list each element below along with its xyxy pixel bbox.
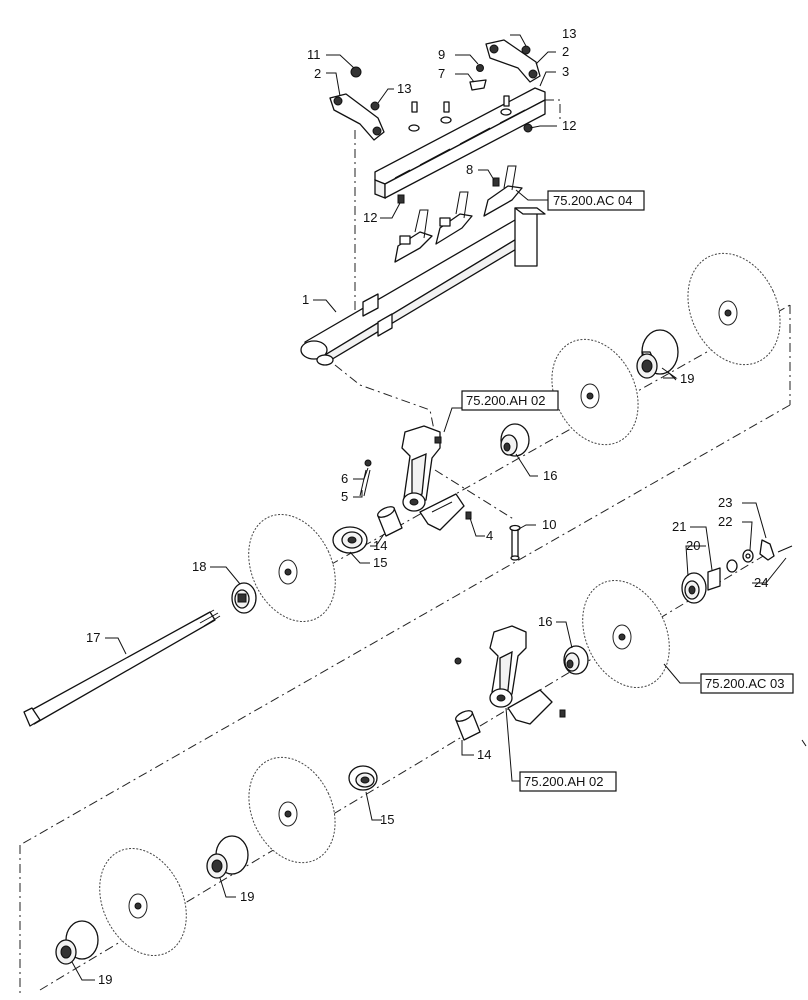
callout-22: 22 (718, 514, 732, 529)
arm-right (485, 39, 541, 83)
callout-3: 3 (562, 64, 569, 79)
callout-14-upper: 14 (373, 538, 387, 553)
cone-upper (332, 526, 368, 554)
reference-label-ac03: 75.200.AC 03 (705, 676, 785, 691)
callout-23: 23 (718, 495, 732, 510)
callout-11: 11 (307, 47, 321, 62)
callout-5: 5 (341, 489, 348, 504)
axle-shaft (23, 609, 221, 727)
bushing-upper (377, 506, 403, 537)
arm-left (329, 93, 385, 141)
callout-18: 18 (192, 559, 206, 574)
hub-right (681, 539, 793, 604)
disc-lower-left (99, 848, 187, 956)
end-cap-18 (231, 582, 257, 614)
callout-17: 17 (86, 630, 100, 645)
reference-box-ah02-bottom[interactable]: 75.200.AH 02 (519, 771, 617, 792)
shank-upper (359, 425, 472, 531)
callout-19-upper: 19 (680, 371, 694, 386)
callout-12-right: 12 (562, 118, 576, 133)
disc-right-far (687, 252, 781, 366)
reference-label-ah02-bottom: 75.200.AH 02 (524, 774, 604, 789)
callout-1: 1 (302, 292, 309, 307)
reference-box-ah02-top[interactable]: 75.200.AH 02 (461, 390, 559, 411)
callout-6: 6 (341, 471, 348, 486)
callout-7: 7 (438, 66, 445, 81)
bearing-cap-lower (563, 645, 589, 675)
callout-19-lower: 19 (98, 972, 112, 987)
callout-13-left: 13 (397, 81, 411, 96)
bushing-lower (455, 710, 481, 741)
callout-4: 4 (486, 528, 493, 543)
callout-15-upper: 15 (373, 555, 387, 570)
callout-labels: 11 2 13 9 7 13 2 3 12 12 8 1 19 16 6 5 4… (86, 26, 768, 987)
pin-10 (509, 524, 521, 561)
reference-label-ah02-top: 75.200.AH 02 (466, 393, 546, 408)
callout-10: 10 (542, 517, 556, 532)
stray-mark (801, 739, 807, 747)
main-frame-tube (300, 207, 546, 366)
callout-2-right: 2 (562, 44, 569, 59)
shank-lower (454, 625, 566, 725)
callout-16-lower: 16 (538, 614, 552, 629)
bearing-cap-upper (500, 423, 530, 457)
callout-15-lower: 15 (380, 812, 394, 827)
reference-box-ac03[interactable]: 75.200.AC 03 (700, 673, 794, 694)
callout-9: 9 (438, 47, 445, 62)
callout-12-left: 12 (363, 210, 377, 225)
callout-19-mid: 19 (240, 889, 254, 904)
callout-2-left: 2 (314, 66, 321, 81)
callout-14-lower: 14 (477, 747, 491, 762)
disc-lower-right (582, 580, 670, 688)
callout-21: 21 (672, 519, 686, 534)
spool-lower-left (55, 920, 99, 965)
callout-16-upper: 16 (543, 468, 557, 483)
reference-label-ac04: 75.200.AC 04 (553, 193, 633, 208)
cone-lower (348, 765, 378, 791)
disc-lower-mid (248, 756, 336, 864)
disc-upper-mid (551, 338, 639, 446)
reference-box-ac04[interactable]: 75.200.AC 04 (547, 190, 645, 211)
callout-8: 8 (466, 162, 473, 177)
scraper-blades (394, 165, 523, 263)
disc-upper-left (248, 514, 336, 622)
mounting-bar (374, 87, 546, 199)
leader-lines (71, 34, 787, 981)
spool-lower-mid (206, 835, 249, 879)
callout-24: 24 (754, 575, 768, 590)
spool-upper (636, 329, 679, 379)
callout-20: 20 (686, 538, 700, 553)
hardware-top (350, 45, 533, 204)
callout-13-right: 13 (562, 26, 576, 41)
